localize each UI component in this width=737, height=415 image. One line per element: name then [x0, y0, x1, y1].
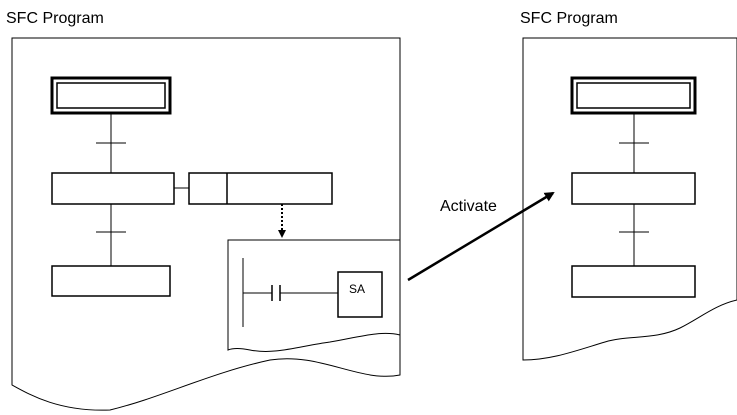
left-panel-title: SFC Program — [6, 10, 104, 27]
right-initial-step — [570, 76, 697, 115]
right-step-2 — [571, 172, 696, 205]
ladder-coil-label: SA — [349, 282, 365, 296]
right-step-3 — [571, 265, 696, 298]
ladder-program-block — [227, 239, 401, 352]
left-step-2 — [51, 172, 175, 205]
right-panel-title: SFC Program — [520, 10, 618, 27]
activate-arrow — [407, 191, 555, 282]
activate-label: Activate — [440, 198, 497, 215]
left-step-3 — [51, 265, 171, 297]
left-initial-step — [50, 76, 172, 115]
ladder-coil-box — [337, 271, 383, 318]
action-block — [188, 172, 333, 205]
